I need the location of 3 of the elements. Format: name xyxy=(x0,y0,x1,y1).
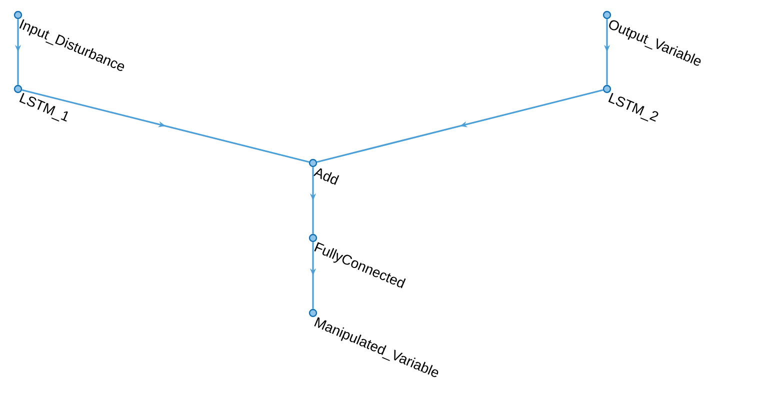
node-label: Add xyxy=(313,168,340,185)
arrow xyxy=(316,89,604,163)
arrow xyxy=(22,89,310,163)
